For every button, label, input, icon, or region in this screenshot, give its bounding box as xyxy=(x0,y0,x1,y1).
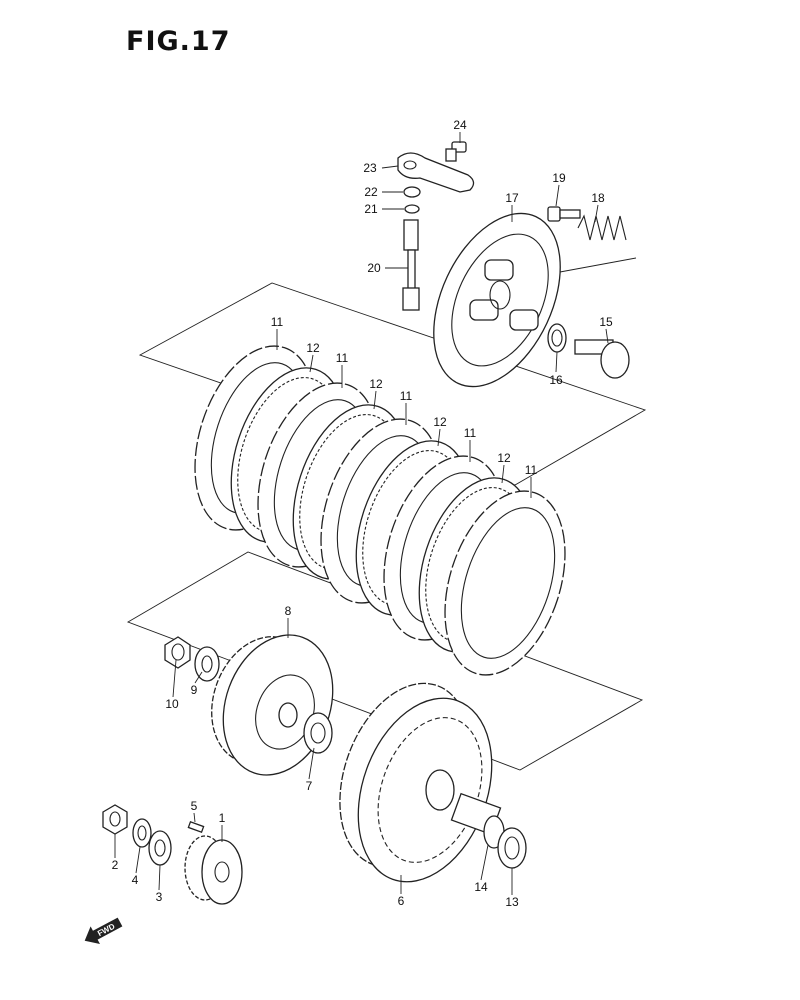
part-15-pushrod-piece xyxy=(574,339,630,379)
callout-9: 9 xyxy=(191,683,198,697)
callout-2: 2 xyxy=(112,858,119,872)
callout-20: 20 xyxy=(367,261,381,275)
callout-10: 10 xyxy=(165,697,179,711)
callout-12: 12 xyxy=(306,341,320,355)
callout-18: 18 xyxy=(591,191,605,205)
leader-lines xyxy=(114,132,609,895)
callout-12: 12 xyxy=(433,415,447,429)
callout-11: 11 xyxy=(464,426,477,440)
part-20-shaft xyxy=(402,219,420,311)
fwd-arrow-icon: FWD xyxy=(84,917,123,944)
callout-5: 5 xyxy=(191,799,198,813)
part-10-nut xyxy=(164,636,191,669)
callout-11: 11 xyxy=(336,351,349,365)
part-22-washer xyxy=(403,186,421,198)
part-7-washer xyxy=(303,712,333,754)
callout-7: 7 xyxy=(306,779,313,793)
callout-8: 8 xyxy=(285,604,292,618)
callout-3: 3 xyxy=(156,890,163,904)
clutch-plate-stack xyxy=(194,345,566,676)
callout-4: 4 xyxy=(132,873,139,887)
callout-22: 22 xyxy=(364,185,378,199)
part-6-clutch-housing xyxy=(339,682,493,883)
callout-11: 11 xyxy=(400,389,413,403)
part-19-bolt xyxy=(547,206,581,222)
callout-24: 24 xyxy=(453,118,467,132)
callout-17: 17 xyxy=(505,191,519,205)
callout-23: 23 xyxy=(363,161,377,175)
part-17-pressure-plate xyxy=(433,212,561,388)
part-13-washer xyxy=(497,827,527,869)
part-8-sleeve-hub xyxy=(211,634,334,776)
part-18-spring xyxy=(559,214,637,273)
callout-21: 21 xyxy=(364,202,378,216)
callout-11: 11 xyxy=(525,463,538,477)
callout-13: 13 xyxy=(505,895,519,909)
part-2-nut xyxy=(102,804,128,835)
part-5-key xyxy=(187,820,205,834)
part-16-bearing xyxy=(547,323,567,353)
part-9-washer xyxy=(194,646,220,682)
part-3-washer xyxy=(148,830,172,866)
callout-14: 14 xyxy=(474,880,488,894)
figure-title: FIG.17 xyxy=(126,26,231,57)
callout-12: 12 xyxy=(497,451,511,465)
callout-1: 1 xyxy=(219,811,226,825)
part-24-bolt xyxy=(445,141,467,162)
part-23-release-arm xyxy=(397,152,475,193)
callout-15: 15 xyxy=(599,315,613,329)
callout-6: 6 xyxy=(398,894,405,908)
part-1-primary-gear xyxy=(184,835,243,905)
callout-11: 11 xyxy=(271,315,284,329)
part-21-oring xyxy=(404,204,420,214)
callout-12: 12 xyxy=(369,377,383,391)
callout-16: 16 xyxy=(549,373,563,387)
part-4-washer xyxy=(132,818,152,848)
callout-19: 19 xyxy=(552,171,566,185)
